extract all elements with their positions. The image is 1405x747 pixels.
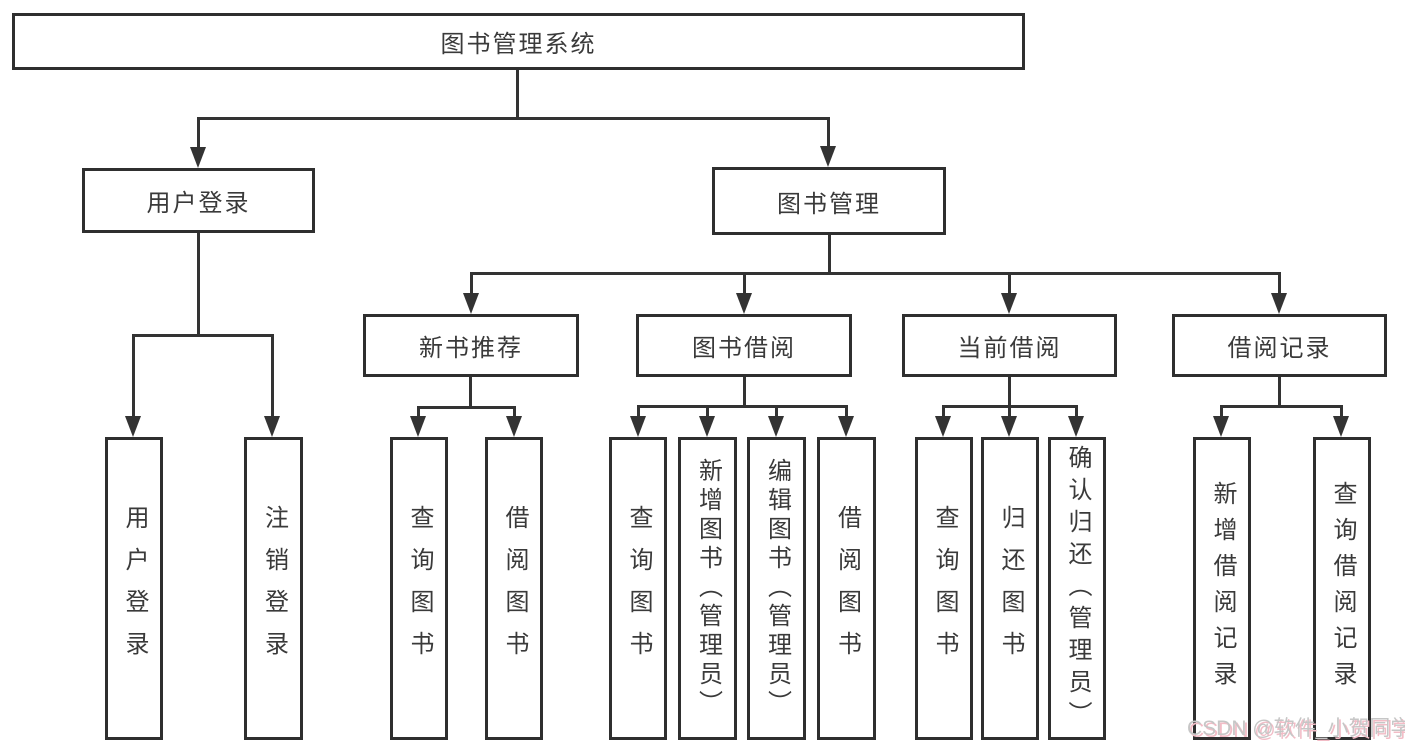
arrow-bb-edit: [768, 416, 784, 437]
arrow-new-book: [463, 293, 479, 314]
connector-drop-current-borrow: [1008, 272, 1011, 295]
csdn-watermark: CSDN @软件_小贺同学: [1187, 717, 1405, 740]
connector-drop-login-leaf: [132, 334, 135, 417]
node-current-borrow: 当前借阅: [902, 314, 1117, 377]
connector-book-mgmt-bar: [470, 272, 1281, 275]
arrow-book-borrow: [736, 293, 752, 314]
connector-drop-bb-add: [706, 405, 709, 417]
connector-drop-book-management: [827, 117, 830, 148]
connector-drop-bb-edit: [775, 405, 778, 417]
leaf-br-query-record: 查询借阅记录: [1313, 437, 1371, 740]
leaf-bb-edit-book-admin-label: 编辑图书（管理员）: [763, 458, 791, 719]
leaf-logout: 注销登录: [244, 437, 303, 740]
arrow-br-add: [1213, 416, 1229, 437]
node-user-login: 用户登录: [82, 168, 315, 233]
leaf-cb-query-book-label: 查询图书: [931, 504, 958, 673]
leaf-bb-query-book-label: 查询图书: [625, 504, 652, 673]
arrow-nbr-query: [410, 416, 426, 437]
connector-bb-bar: [637, 405, 848, 408]
connector-root-stem: [516, 70, 519, 119]
arrow-logout-leaf: [264, 416, 280, 437]
arrow-login-leaf: [125, 416, 141, 437]
connector-drop-br-query: [1340, 405, 1343, 417]
arrow-cb-confirm: [1068, 416, 1084, 437]
arrow-bb-borrow: [838, 416, 854, 437]
arrow-current-borrow: [1001, 293, 1017, 314]
leaf-cb-return-book: 归还图书: [981, 437, 1039, 740]
node-user-login-label: 用户登录: [146, 190, 251, 217]
connector-drop-cb-confirm: [1075, 405, 1078, 417]
arrow-cb-return: [1001, 416, 1017, 437]
leaf-bb-add-book-admin-label: 新增图书（管理员）: [694, 458, 722, 719]
connector-cb-stem: [1008, 377, 1011, 408]
connector-nbr-stem: [469, 377, 472, 409]
leaf-br-query-record-label: 查询借阅记录: [1329, 480, 1356, 697]
leaf-bb-borrow-book-label: 借阅图书: [833, 504, 861, 673]
leaf-bb-borrow-book: 借阅图书: [817, 437, 876, 740]
connector-drop-cb-query: [942, 405, 945, 417]
connector-drop-user-login: [197, 117, 200, 148]
node-new-book-recommend-label: 新书推荐: [419, 335, 523, 362]
connector-drop-nbr-query: [417, 406, 420, 417]
node-root: 图书管理系统: [12, 13, 1025, 70]
arrow-nbr-borrow: [506, 416, 522, 437]
node-book-borrow: 图书借阅: [636, 314, 852, 377]
connector-root-bar: [197, 117, 830, 120]
node-book-management-label: 图书管理: [777, 190, 881, 218]
node-new-book-recommend: 新书推荐: [363, 314, 579, 377]
connector-nbr-bar: [417, 406, 516, 409]
arrow-br-query: [1333, 416, 1349, 437]
arrow-book-management: [820, 146, 836, 167]
leaf-cb-return-book-label: 归还图书: [997, 504, 1024, 673]
leaf-br-add-record-label: 新增借阅记录: [1209, 480, 1236, 697]
connector-drop-br-add: [1220, 405, 1223, 417]
connector-user-login-bar: [132, 334, 274, 337]
connector-book-mgmt-stem: [828, 235, 831, 275]
leaf-nbr-borrow-book-label: 借阅图书: [501, 504, 528, 673]
node-borrow-records-label: 借阅记录: [1227, 335, 1332, 362]
leaf-user-login: 用户登录: [105, 437, 163, 740]
connector-bb-stem: [743, 377, 746, 408]
connector-drop-new-book: [470, 272, 473, 295]
connector-drop-borrow-records: [1278, 272, 1281, 295]
leaf-cb-query-book: 查询图书: [915, 437, 973, 740]
connector-drop-bb-query: [637, 405, 640, 417]
arrow-bb-add: [699, 416, 715, 437]
leaf-bb-edit-book-admin: 编辑图书（管理员）: [747, 437, 806, 740]
node-book-management: 图书管理: [712, 167, 946, 235]
arrow-bb-query: [630, 416, 646, 437]
connector-br-bar: [1220, 405, 1343, 408]
leaf-cb-confirm-return-admin-label: 确认归还（管理员）: [1064, 444, 1091, 733]
leaf-nbr-query-book-label: 查询图书: [406, 504, 433, 673]
leaf-user-login-label: 用户登录: [121, 504, 148, 673]
leaf-nbr-query-book: 查询图书: [390, 437, 448, 740]
node-book-borrow-label: 图书借阅: [692, 335, 796, 362]
node-current-borrow-label: 当前借阅: [957, 335, 1062, 362]
connector-drop-logout-leaf: [271, 334, 274, 417]
leaf-cb-confirm-return-admin: 确认归还（管理员）: [1048, 437, 1106, 740]
leaf-bb-add-book-admin: 新增图书（管理员）: [678, 437, 737, 740]
connector-drop-cb-return: [1008, 405, 1011, 417]
arrow-user-login: [190, 147, 206, 168]
connector-drop-bb-borrow: [845, 405, 848, 417]
leaf-br-add-record: 新增借阅记录: [1193, 437, 1251, 740]
arrow-cb-query: [935, 416, 951, 437]
node-root-label: 图书管理系统: [440, 31, 597, 58]
connector-drop-nbr-borrow: [513, 406, 516, 417]
connector-br-stem: [1278, 377, 1281, 408]
leaf-logout-label: 注销登录: [260, 504, 288, 673]
connector-user-login-stem: [197, 233, 200, 337]
connector-drop-book-borrow: [743, 272, 746, 295]
leaf-nbr-borrow-book: 借阅图书: [485, 437, 543, 740]
arrow-borrow-records: [1271, 293, 1287, 314]
leaf-bb-query-book: 查询图书: [609, 437, 667, 740]
node-borrow-records: 借阅记录: [1172, 314, 1387, 377]
